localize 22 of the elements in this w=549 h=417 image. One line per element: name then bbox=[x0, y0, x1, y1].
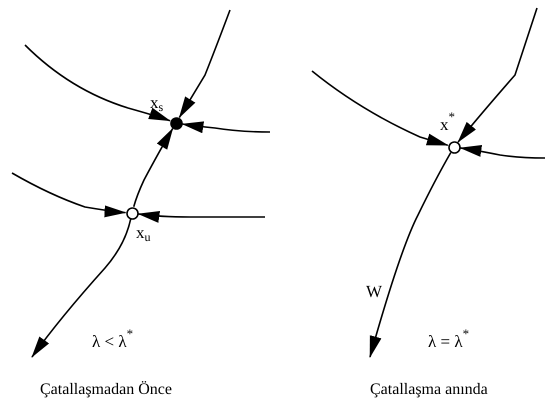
trajectory-arrow bbox=[132, 128, 174, 207]
point-label: x$_{s}$ bbox=[150, 94, 164, 113]
fixed-point-circle bbox=[448, 140, 460, 154]
trajectory-arrow bbox=[369, 152, 452, 358]
trajectory-arrow bbox=[31, 219, 132, 358]
point-label: x$^{*}$ bbox=[440, 110, 455, 134]
trajectory-arrow bbox=[178, 10, 231, 118]
trajectory-arrow bbox=[312, 70, 449, 146]
trajectory-arrow bbox=[137, 210, 265, 223]
trajectory-arrow bbox=[24, 44, 171, 122]
parameter-condition: λ < λ$^{*}$ bbox=[92, 327, 134, 350]
unstable-point-circle bbox=[126, 206, 138, 220]
parameter-condition: λ = λ$^{*}$ bbox=[428, 327, 470, 350]
trajectory-arrow bbox=[181, 121, 270, 134]
trajectory-arrow bbox=[12, 172, 126, 218]
point-label: x$_{u}$ bbox=[136, 224, 150, 243]
stable-point-dot bbox=[170, 116, 182, 130]
manifold-label: W bbox=[366, 283, 382, 300]
trajectory-arrow bbox=[457, 8, 538, 143]
panel-caption: Çatallaşmadan Önce bbox=[40, 382, 172, 398]
trajectory-arrow bbox=[459, 145, 545, 159]
panel-caption: Çatallaşma anında bbox=[370, 382, 488, 398]
